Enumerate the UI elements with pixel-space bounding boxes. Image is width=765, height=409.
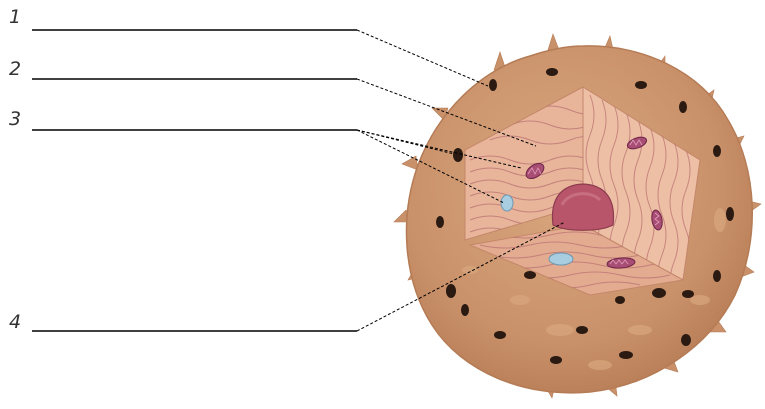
label-lines bbox=[32, 30, 357, 331]
leader-line-1 bbox=[357, 30, 488, 86]
vacuole-bottom bbox=[549, 253, 573, 265]
vacuole-left bbox=[501, 195, 513, 211]
